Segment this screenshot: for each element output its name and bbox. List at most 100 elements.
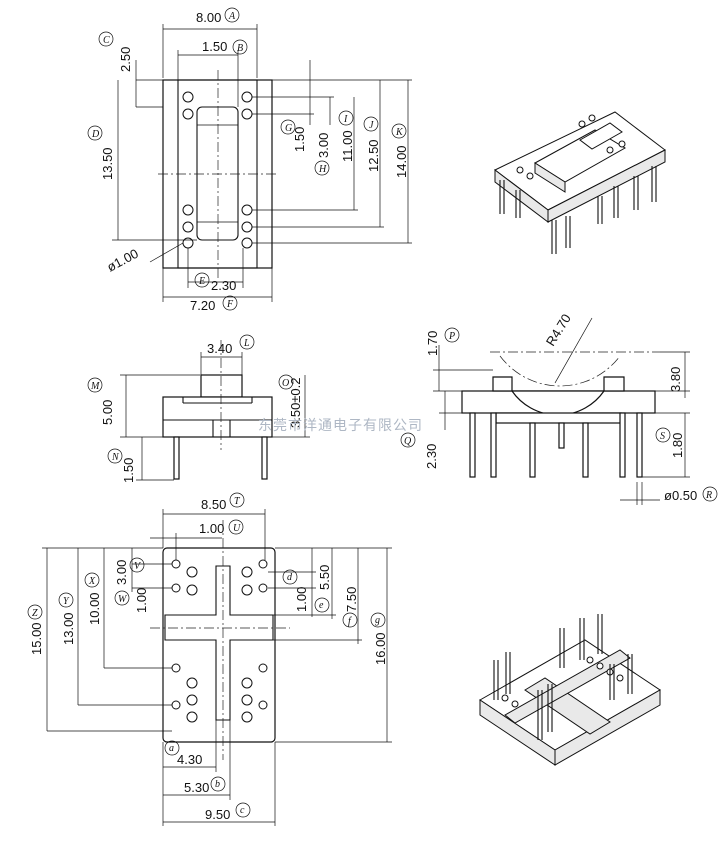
iso-pins-top	[499, 166, 657, 254]
dim-front-pin-dia: ø0.50	[664, 488, 697, 503]
svg-text:K: K	[395, 127, 404, 138]
svg-text:O: O	[282, 378, 289, 389]
dim-front-h170: 1.70	[425, 331, 440, 356]
svg-text:T: T	[234, 496, 241, 507]
svg-text:E: E	[198, 276, 205, 287]
label-S: S	[655, 427, 671, 443]
label-G: G	[280, 119, 296, 135]
dim-top-w720: 7.20	[190, 298, 215, 313]
top-view	[112, 24, 412, 302]
label-K: K	[391, 123, 407, 139]
dim-bot-r550: 5.50	[317, 565, 332, 590]
svg-text:c: c	[240, 805, 245, 816]
top-holes	[182, 91, 253, 249]
label-J: J	[363, 116, 379, 132]
side-pin-left	[173, 436, 180, 480]
dim-top-w230: 2.30	[211, 278, 236, 293]
bottom-body-outline	[162, 547, 276, 743]
side-pin-right	[261, 436, 268, 480]
reference-labels: A B C D G H I J K E F L M N O P Q R S T …	[27, 7, 718, 818]
label-e: e	[314, 597, 330, 613]
label-L: L	[239, 334, 255, 350]
label-M: M	[87, 377, 103, 393]
label-I: I	[338, 110, 354, 126]
svg-text:H: H	[318, 164, 327, 175]
svg-text:X: X	[88, 576, 96, 587]
dim-top-offset: 2.50	[118, 47, 133, 72]
bottom-holes	[171, 559, 268, 723]
svg-text:F: F	[226, 299, 234, 310]
dim-top-hole-dia: ø1.00	[104, 246, 140, 275]
dim-bot-w850: 8.50	[201, 497, 226, 512]
label-U: U	[228, 519, 244, 535]
dim-top-h125: 12.50	[366, 139, 381, 172]
svg-text:e: e	[319, 600, 324, 611]
top-slot	[196, 106, 239, 241]
dim-top-inner-width: 1.50	[202, 39, 227, 54]
dim-bot-h1300: 13.00	[61, 612, 76, 645]
label-Z: Z	[27, 604, 43, 620]
dim-bot-h1500: 15.00	[29, 622, 44, 655]
dim-bot-h100: 1.00	[134, 588, 149, 613]
front-pins	[469, 412, 643, 478]
svg-text:N: N	[111, 452, 120, 463]
label-c: c	[235, 802, 251, 818]
svg-text:a: a	[169, 743, 174, 754]
label-A: A	[224, 7, 240, 23]
label-C: C	[98, 31, 114, 47]
svg-text:C: C	[103, 35, 110, 46]
dim-bot-w950: 9.50	[205, 807, 230, 822]
svg-text:G: G	[285, 123, 292, 134]
dim-bot-r1600: 16.00	[373, 632, 388, 665]
front-lower-step	[495, 412, 622, 424]
svg-text:g: g	[375, 615, 380, 626]
label-P: P	[444, 327, 460, 343]
dim-bot-w530: 5.30	[184, 780, 209, 795]
label-V: V	[129, 557, 145, 573]
svg-text:Q: Q	[404, 436, 412, 447]
svg-text:W: W	[118, 594, 128, 605]
svg-text:d: d	[287, 572, 293, 583]
label-E: E	[194, 272, 210, 288]
label-f: f	[342, 612, 358, 628]
iso-view-bottom	[479, 614, 661, 766]
dim-bot-r750: 7.50	[344, 587, 359, 612]
iso-pins-bottom	[493, 614, 633, 740]
label-Y: Y	[58, 592, 74, 608]
label-D: D	[87, 125, 103, 141]
dim-bot-r100: 1.00	[294, 587, 309, 612]
side-top-block	[200, 374, 243, 398]
svg-text:Z: Z	[32, 608, 38, 619]
dim-top-pitch-b: 3.00	[316, 133, 331, 158]
side-body	[162, 396, 273, 438]
watermark-text: 东莞市洋通电子有限公司	[258, 417, 423, 434]
label-N: N	[107, 448, 123, 464]
svg-text:D: D	[91, 129, 100, 140]
label-W: W	[114, 590, 130, 606]
dim-top-pitch-a: 1.50	[292, 127, 307, 152]
svg-text:f: f	[348, 616, 352, 627]
dim-front-h230: 2.30	[424, 444, 439, 469]
svg-text:M: M	[90, 381, 100, 392]
bottom-view	[42, 509, 392, 826]
iso-view-top	[494, 111, 666, 254]
dim-front-radius: R4.70	[543, 311, 574, 348]
label-g: g	[370, 612, 386, 628]
label-d: d	[282, 569, 298, 585]
label-B: B	[232, 39, 248, 55]
svg-text:Y: Y	[63, 596, 70, 607]
dim-side-w340: 3.40	[207, 341, 232, 356]
svg-text:J: J	[369, 120, 374, 131]
svg-text:L: L	[243, 338, 250, 349]
label-Q: Q	[400, 432, 416, 448]
front-view	[433, 317, 690, 505]
label-H: H	[314, 160, 330, 176]
dim-front-h380: 3.80	[668, 367, 683, 392]
dim-front-h180: 1.80	[670, 433, 685, 458]
label-b: b	[210, 776, 226, 792]
dim-top-h11: 11.00	[340, 130, 355, 162]
label-T: T	[229, 492, 245, 508]
dim-top-h14: 14.00	[394, 145, 409, 178]
dim-bot-h1000: 10.00	[87, 592, 102, 625]
